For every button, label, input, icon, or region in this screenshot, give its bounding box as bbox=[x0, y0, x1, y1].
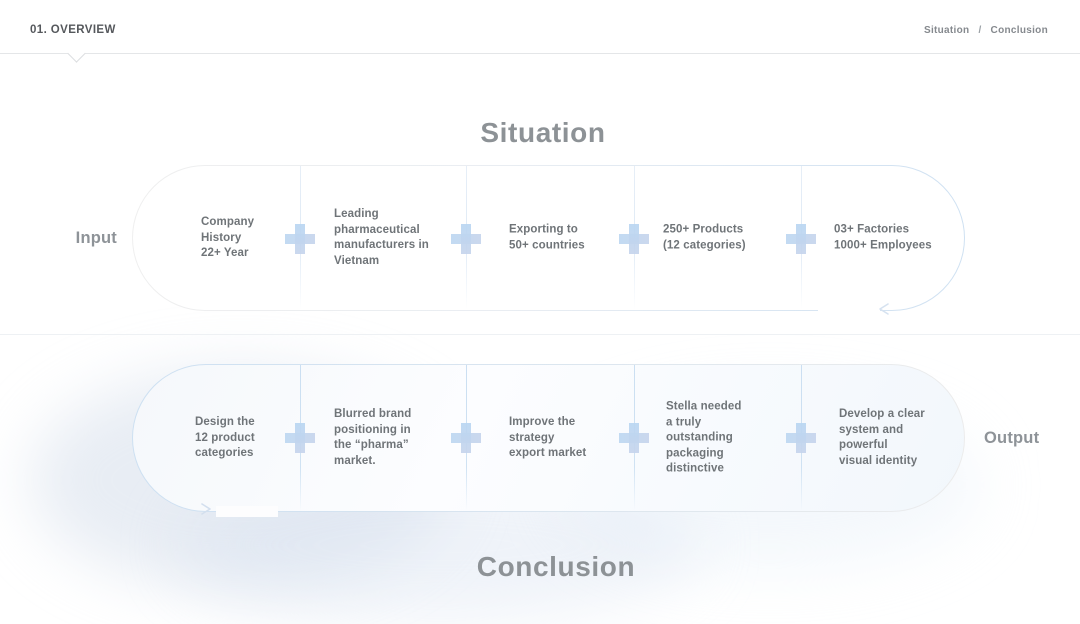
plus-icon bbox=[451, 423, 481, 453]
arrow-left-icon bbox=[879, 303, 889, 315]
output-label: Output bbox=[984, 428, 1040, 447]
plus-icon bbox=[285, 224, 315, 254]
plus-icon bbox=[619, 423, 649, 453]
plus-icon bbox=[619, 224, 649, 254]
conclusion-item: Blurred brand positioning in the “pharma… bbox=[334, 408, 412, 467]
page-title: 01. OVERVIEW bbox=[30, 24, 116, 36]
situation-pill-inner: Company History 22+ Year Leading pharmac… bbox=[133, 166, 964, 310]
plus-icon bbox=[786, 224, 816, 254]
situation-title: Situation bbox=[480, 117, 606, 148]
situation-item: Company History 22+ Year bbox=[201, 215, 255, 259]
border-gap bbox=[818, 305, 880, 316]
nav-item-conclusion[interactable]: Conclusion bbox=[990, 25, 1048, 36]
situation-item: Leading pharmaceutical manufacturers in … bbox=[334, 208, 429, 267]
plus-icon bbox=[451, 224, 481, 254]
situation-item: Exporting to 50+ countries bbox=[509, 223, 585, 252]
conclusion-item: Design the 12 product categories bbox=[195, 415, 255, 459]
conclusion-item: Develop a clear system and powerful visu… bbox=[839, 408, 925, 467]
situation-item: 250+ Products (12 categories) bbox=[663, 223, 746, 252]
conclusion-title: Conclusion bbox=[476, 551, 636, 582]
input-label: Input bbox=[75, 228, 117, 247]
plus-icon bbox=[786, 423, 816, 453]
nav-separator: / bbox=[978, 25, 982, 36]
situation-item: 03+ Factories 1000+ Employees bbox=[834, 223, 932, 252]
header-nav: Situation / Conclusion bbox=[924, 25, 1048, 36]
conclusion-pill-inner: Design the 12 product categories Blurred… bbox=[133, 365, 964, 511]
conclusion-pill: Design the 12 product categories Blurred… bbox=[132, 364, 965, 512]
header-bar: 01. OVERVIEW Situation / Conclusion bbox=[0, 0, 1080, 54]
situation-pill: Company History 22+ Year Leading pharmac… bbox=[132, 165, 965, 311]
plus-icon bbox=[285, 423, 315, 453]
conclusion-item: Improve the strategy export market bbox=[509, 415, 587, 459]
arrow-right-icon bbox=[201, 503, 211, 515]
nav-item-situation[interactable]: Situation bbox=[923, 25, 970, 36]
conclusion-item: Stella needed a truly outstanding packag… bbox=[666, 400, 742, 475]
section-divider-line bbox=[0, 334, 1080, 335]
border-gap bbox=[216, 506, 278, 517]
